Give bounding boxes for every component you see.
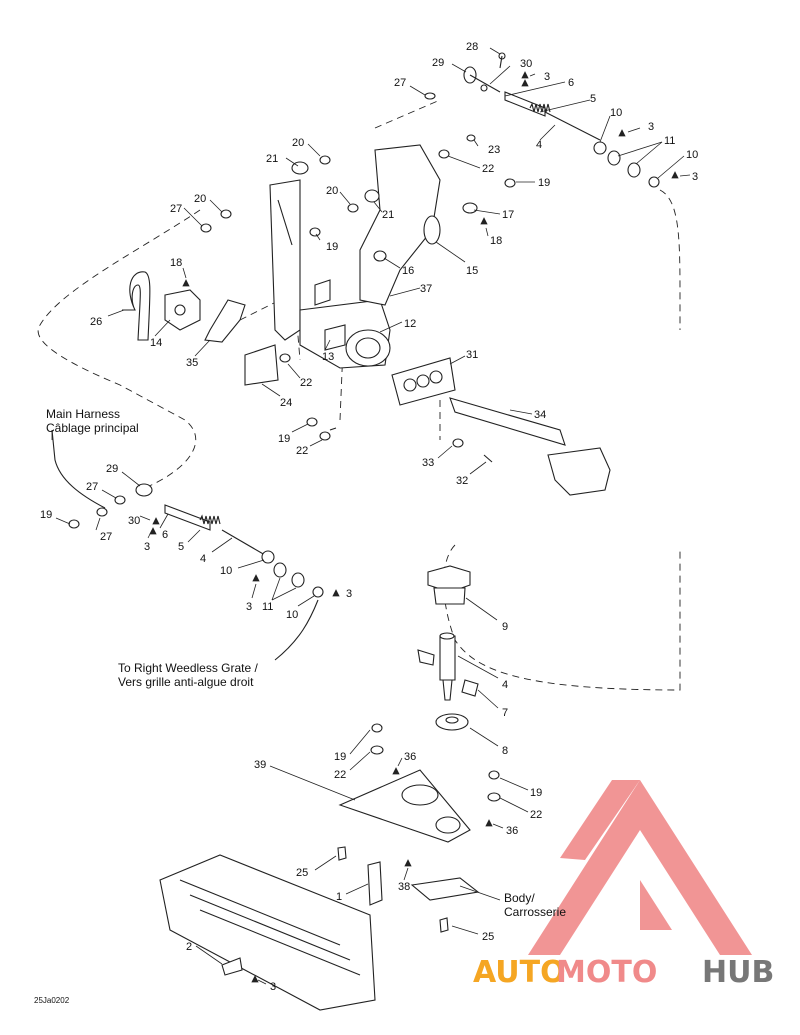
note-main-harness-fr: Câblage principal xyxy=(46,421,139,435)
callout-6: 6 xyxy=(568,77,574,89)
callout-22: 22 xyxy=(530,809,542,821)
callout-36: 36 xyxy=(506,825,518,837)
upper-cable-assembly xyxy=(424,52,679,188)
callout-32: 32 xyxy=(456,475,468,487)
callout-11: 11 xyxy=(664,135,675,147)
callout-21: 21 xyxy=(382,209,394,221)
callout-5: 5 xyxy=(590,93,596,105)
callout-22: 22 xyxy=(334,769,346,781)
callout-28: 28 xyxy=(466,41,478,53)
callout-3: 3 xyxy=(246,601,252,613)
callout-27: 27 xyxy=(86,481,98,493)
callout-24: 24 xyxy=(280,397,292,409)
callout-4: 4 xyxy=(200,553,206,565)
callout-10: 10 xyxy=(610,107,622,119)
callout-20: 20 xyxy=(326,185,338,197)
callout-30: 30 xyxy=(128,515,140,527)
callout-3: 3 xyxy=(270,981,276,993)
callout-16: 16 xyxy=(402,265,414,277)
lower-cable-assembly xyxy=(51,429,340,661)
callout-37: 37 xyxy=(420,283,432,295)
callout-4: 4 xyxy=(502,679,508,691)
callout-18: 18 xyxy=(490,235,502,247)
note-body-en: Body/ xyxy=(504,891,535,905)
routing-dashed-lines xyxy=(37,99,681,691)
leader-lines xyxy=(51,47,691,985)
callout-25: 25 xyxy=(296,867,308,879)
callout-27: 27 xyxy=(100,531,112,543)
callout-20: 20 xyxy=(194,193,206,205)
callout-14: 14 xyxy=(150,337,162,349)
watermark-auto: AUTO xyxy=(473,955,566,990)
watermark-logo: AUTO MOTO HUB xyxy=(473,780,774,990)
callout-18: 18 xyxy=(170,257,182,269)
callout-3: 3 xyxy=(144,541,150,553)
note-body-fr: Carrosserie xyxy=(504,905,566,919)
callout-21: 21 xyxy=(266,153,278,165)
callout-19: 19 xyxy=(538,177,550,189)
shaft-parts xyxy=(417,565,479,731)
callout-29: 29 xyxy=(432,57,444,69)
callout-3: 3 xyxy=(544,71,550,83)
callout-15: 15 xyxy=(466,265,478,277)
callout-26: 26 xyxy=(90,316,102,328)
callout-22: 22 xyxy=(482,163,494,175)
callout-29: 29 xyxy=(106,463,118,475)
callout-9: 9 xyxy=(502,621,508,633)
callout-8: 8 xyxy=(502,745,508,757)
callout-7: 7 xyxy=(502,707,508,719)
callout-3: 3 xyxy=(346,588,352,600)
watermark-hub: HUB xyxy=(702,955,774,990)
drawing-code: 25Ja0202 xyxy=(34,996,70,1005)
callout-1: 1 xyxy=(336,891,342,903)
pedal-arm xyxy=(306,357,611,496)
callout-23: 23 xyxy=(488,144,500,156)
callout-19: 19 xyxy=(278,433,290,445)
callout-33: 33 xyxy=(422,457,434,469)
callout-10: 10 xyxy=(286,609,298,621)
callout-19: 19 xyxy=(334,751,346,763)
callout-2: 2 xyxy=(186,941,192,953)
lower-bracket xyxy=(159,723,501,1011)
callout-4: 4 xyxy=(536,139,542,151)
note-main-harness-en: Main Harness xyxy=(46,407,120,421)
callout-39: 39 xyxy=(254,759,266,771)
callout-10: 10 xyxy=(220,565,232,577)
callout-22: 22 xyxy=(296,445,308,457)
note-weedless-en: To Right Weedless Grate / xyxy=(118,661,259,675)
callout-6: 6 xyxy=(162,529,168,541)
main-bracket xyxy=(200,134,516,369)
callout-17: 17 xyxy=(502,209,514,221)
callout-5: 5 xyxy=(178,541,184,553)
callout-labels: 28 29 30 3 27 6 5 10 3 4 11 10 3 20 23 2… xyxy=(40,41,698,993)
callout-30: 30 xyxy=(520,58,532,70)
diagram-notes: Main Harness Câblage principal To Right … xyxy=(34,407,566,1005)
callout-22: 22 xyxy=(300,377,312,389)
callout-19: 19 xyxy=(40,509,52,521)
callout-36: 36 xyxy=(404,751,416,763)
callout-3: 3 xyxy=(648,121,654,133)
callout-35: 35 xyxy=(186,357,198,369)
callout-19: 19 xyxy=(530,787,542,799)
callout-20: 20 xyxy=(292,137,304,149)
note-weedless-fr: Vers grille anti-algue droit xyxy=(118,675,254,689)
callout-19: 19 xyxy=(326,241,338,253)
callout-31: 31 xyxy=(466,349,478,361)
switch-assembly xyxy=(122,271,291,386)
callout-12: 12 xyxy=(404,318,416,330)
callout-25: 25 xyxy=(482,931,494,943)
callout-13: 13 xyxy=(322,351,334,363)
callout-38: 38 xyxy=(398,881,410,893)
callout-10: 10 xyxy=(686,149,698,161)
callout-27: 27 xyxy=(170,203,182,215)
callout-27: 27 xyxy=(394,77,406,89)
callout-3: 3 xyxy=(692,171,698,183)
callout-34: 34 xyxy=(534,409,546,421)
watermark-moto: MOTO xyxy=(556,955,657,990)
callout-11: 11 xyxy=(262,601,273,613)
